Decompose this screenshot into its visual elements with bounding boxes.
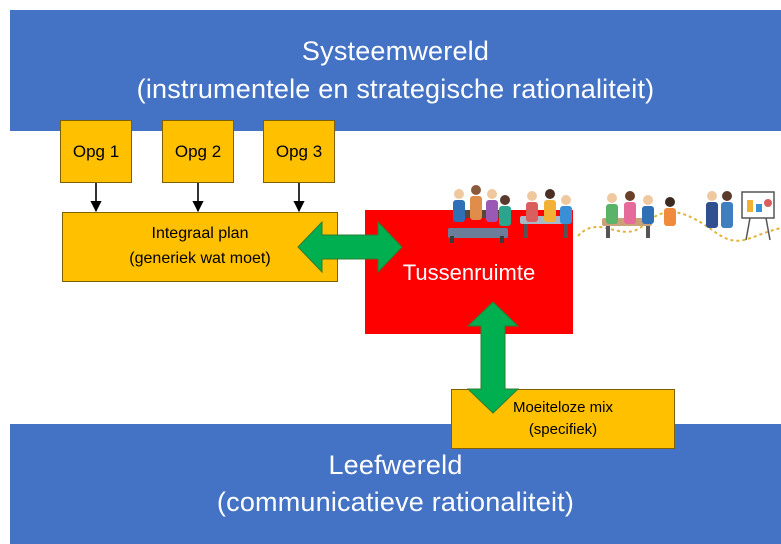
tussenruimte-label: Tussenruimte (402, 260, 536, 285)
leefwereld-subtitle: (communicatieve rationaliteit) (216, 487, 575, 517)
systeemwereld-band: Systeemwereld (instrumentele en strategi… (10, 10, 781, 131)
moeiteloze-mix-box: Moeiteloze mix (specifiek) (451, 389, 675, 449)
opg-3-label: Opg 3 (275, 141, 323, 161)
systeemwereld-subtitle: (instrumentele en strategische rationali… (136, 73, 655, 104)
opg-2-box: Opg 2 (162, 120, 234, 183)
integraal-plan-box: Integraal plan (generiek wat moet) (62, 212, 338, 282)
tussenruimte-box: Tussenruimte (365, 210, 573, 334)
moeiteloze-mix-line2: (specifiek) (528, 421, 598, 438)
moeiteloze-mix-line1: Moeiteloze mix (512, 399, 614, 417)
systeemwereld-title: Systeemwereld (301, 36, 490, 67)
integraal-plan-line2: (generiek wat moet) (129, 250, 271, 267)
opg-1-label: Opg 1 (72, 141, 120, 161)
integraal-plan-line1: Integraal plan (151, 225, 249, 243)
opg-1-box: Opg 1 (60, 120, 132, 183)
leefwereld-title: Leefwereld (328, 449, 463, 480)
opg-3-box: Opg 3 (263, 120, 335, 183)
opg-2-label: Opg 2 (174, 141, 222, 161)
